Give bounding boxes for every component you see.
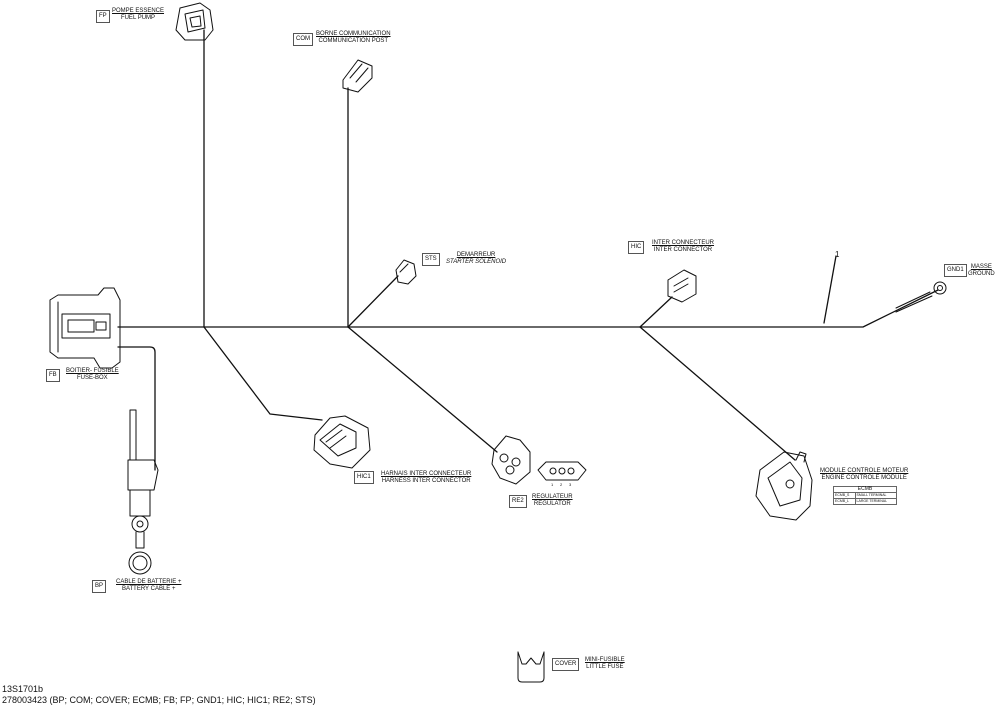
regulator-pin-2: 2 [560,482,563,487]
tag-re2: RE2 [509,495,527,508]
label-fuse-box-en: FUSE-BOX [77,375,108,381]
tag-cover: COVER [552,658,580,671]
label-starter-solenoid-fr: DEMARREUR [456,252,496,258]
label-fuse-box-fr: BOITIER- FUSIBLE [66,368,119,374]
ecmb-row-code: ECMB_L [833,498,856,505]
tag-com: COM [293,33,313,46]
label-engine-control-module-fr: MODULE CONTROLE MOTEUR [820,468,909,474]
label-harness-inter-connector-fr: HARNAIS INTER CONNECTEUR [381,471,472,477]
callout-leader [823,255,837,324]
tag-gnd1: GND1 [944,264,967,277]
harness-inter-connector-icon [313,415,371,469]
regulator-pin-1: 1 [551,482,554,487]
starter-branch [347,275,399,328]
battery-cable-icon [127,409,159,575]
label-fuel-pump: POMPE ESSENCE FUEL PUMP [112,8,164,22]
label-ground-fr: MASSE [970,264,992,270]
regulator-branch [347,326,498,453]
label-fuse-box: BOITIER- FUSIBLE FUSE-BOX [66,368,119,382]
ground-eyelet-icon [895,281,947,313]
label-little-fuse: MINI-FUSIBLE LITTLE FUSE [585,657,625,671]
regulator-pin-3: 3 [569,482,572,487]
inter-connector-branch [639,296,673,328]
label-communication-post: BORNE COMMUNICATION COMMUNICATION POST [316,31,391,45]
label-regulator-fr: REGULATEUR [532,494,573,500]
tag-hic1: HIC1 [354,471,374,484]
label-communication-post-en: COMMUNICATION POST [318,38,389,44]
engine-control-module-icon [755,451,813,521]
battery-cable-branch [117,346,156,471]
label-inter-connector: INTER CONNECTEUR INTER CONNECTOR [652,240,714,254]
tag-bp: BP [92,580,107,593]
callout-number: 1 [835,250,840,259]
label-regulator-en: REGULATOR [533,501,571,507]
table-row: ECMB_L LARGE TERMINAL [833,498,898,505]
tag-sts: STS [422,253,440,266]
label-little-fuse-en: LITTLE FUSE [586,664,624,670]
tag-fp: FP [96,10,110,23]
drawing-number: 13S1701b [2,684,44,694]
label-engine-control-module-en: ENGINE CONTROLE MODULE [821,475,907,481]
starter-solenoid-connector-icon [395,259,417,285]
ecm-branch [639,326,796,461]
label-fuel-pump-en: FUEL PUMP [120,15,156,21]
label-battery-cable-en: BATTERY CABLE + [121,586,176,592]
part-number-line: 278003423 (BP; COM; COVER; ECMB; FB; FP;… [2,695,316,705]
label-little-fuse-fr: MINI-FUSIBLE [585,657,625,663]
label-inter-connector-en: INTER CONNECTOR [653,247,713,253]
regulator-face-icon [537,461,587,481]
harness-inter-connector-branch [203,326,323,421]
mini-fuse-cover-icon [517,651,545,683]
label-harness-inter-connector: HARNAIS INTER CONNECTEUR HARNESS INTER C… [381,471,471,485]
label-regulator: REGULATEUR REGULATOR [532,494,573,508]
ecmb-terminal-table: ECMB ECMB_S SMALL TERMINAL ECMB_L LARGE … [833,486,898,505]
fuel-pump-connector-icon [175,2,214,41]
label-starter-solenoid: DEMARREUR STARTER SOLENOID [446,252,506,266]
tag-hic: HIC [628,241,645,254]
tag-fb: FB [46,369,60,382]
label-ground: MASSE GROUND [968,264,995,278]
fuse-box-icon [49,287,121,369]
regulator-connector-icon [491,435,531,485]
main-harness-trunk [117,289,939,328]
inter-connector-icon [667,269,697,303]
label-battery-cable-fr: CABLE DE BATTERIE + [116,579,182,585]
label-fuel-pump-fr: POMPE ESSENCE [112,8,165,14]
ecmb-row-desc: LARGE TERMINAL [854,498,898,505]
label-battery-cable: CABLE DE BATTERIE + BATTERY CABLE + [116,579,181,593]
label-engine-control-module: MODULE CONTROLE MOTEUR ENGINE CONTROLE M… [820,468,908,482]
label-ground-en: GROUND [968,271,995,277]
label-inter-connector-fr: INTER CONNECTEUR [652,240,715,246]
label-harness-inter-connector-en: HARNESS INTER CONNECTOR [381,478,471,484]
label-starter-solenoid-en: STARTER SOLENOID [446,259,507,265]
communication-post-connector-icon [342,59,373,93]
label-communication-post-fr: BORNE COMMUNICATION [316,31,391,37]
